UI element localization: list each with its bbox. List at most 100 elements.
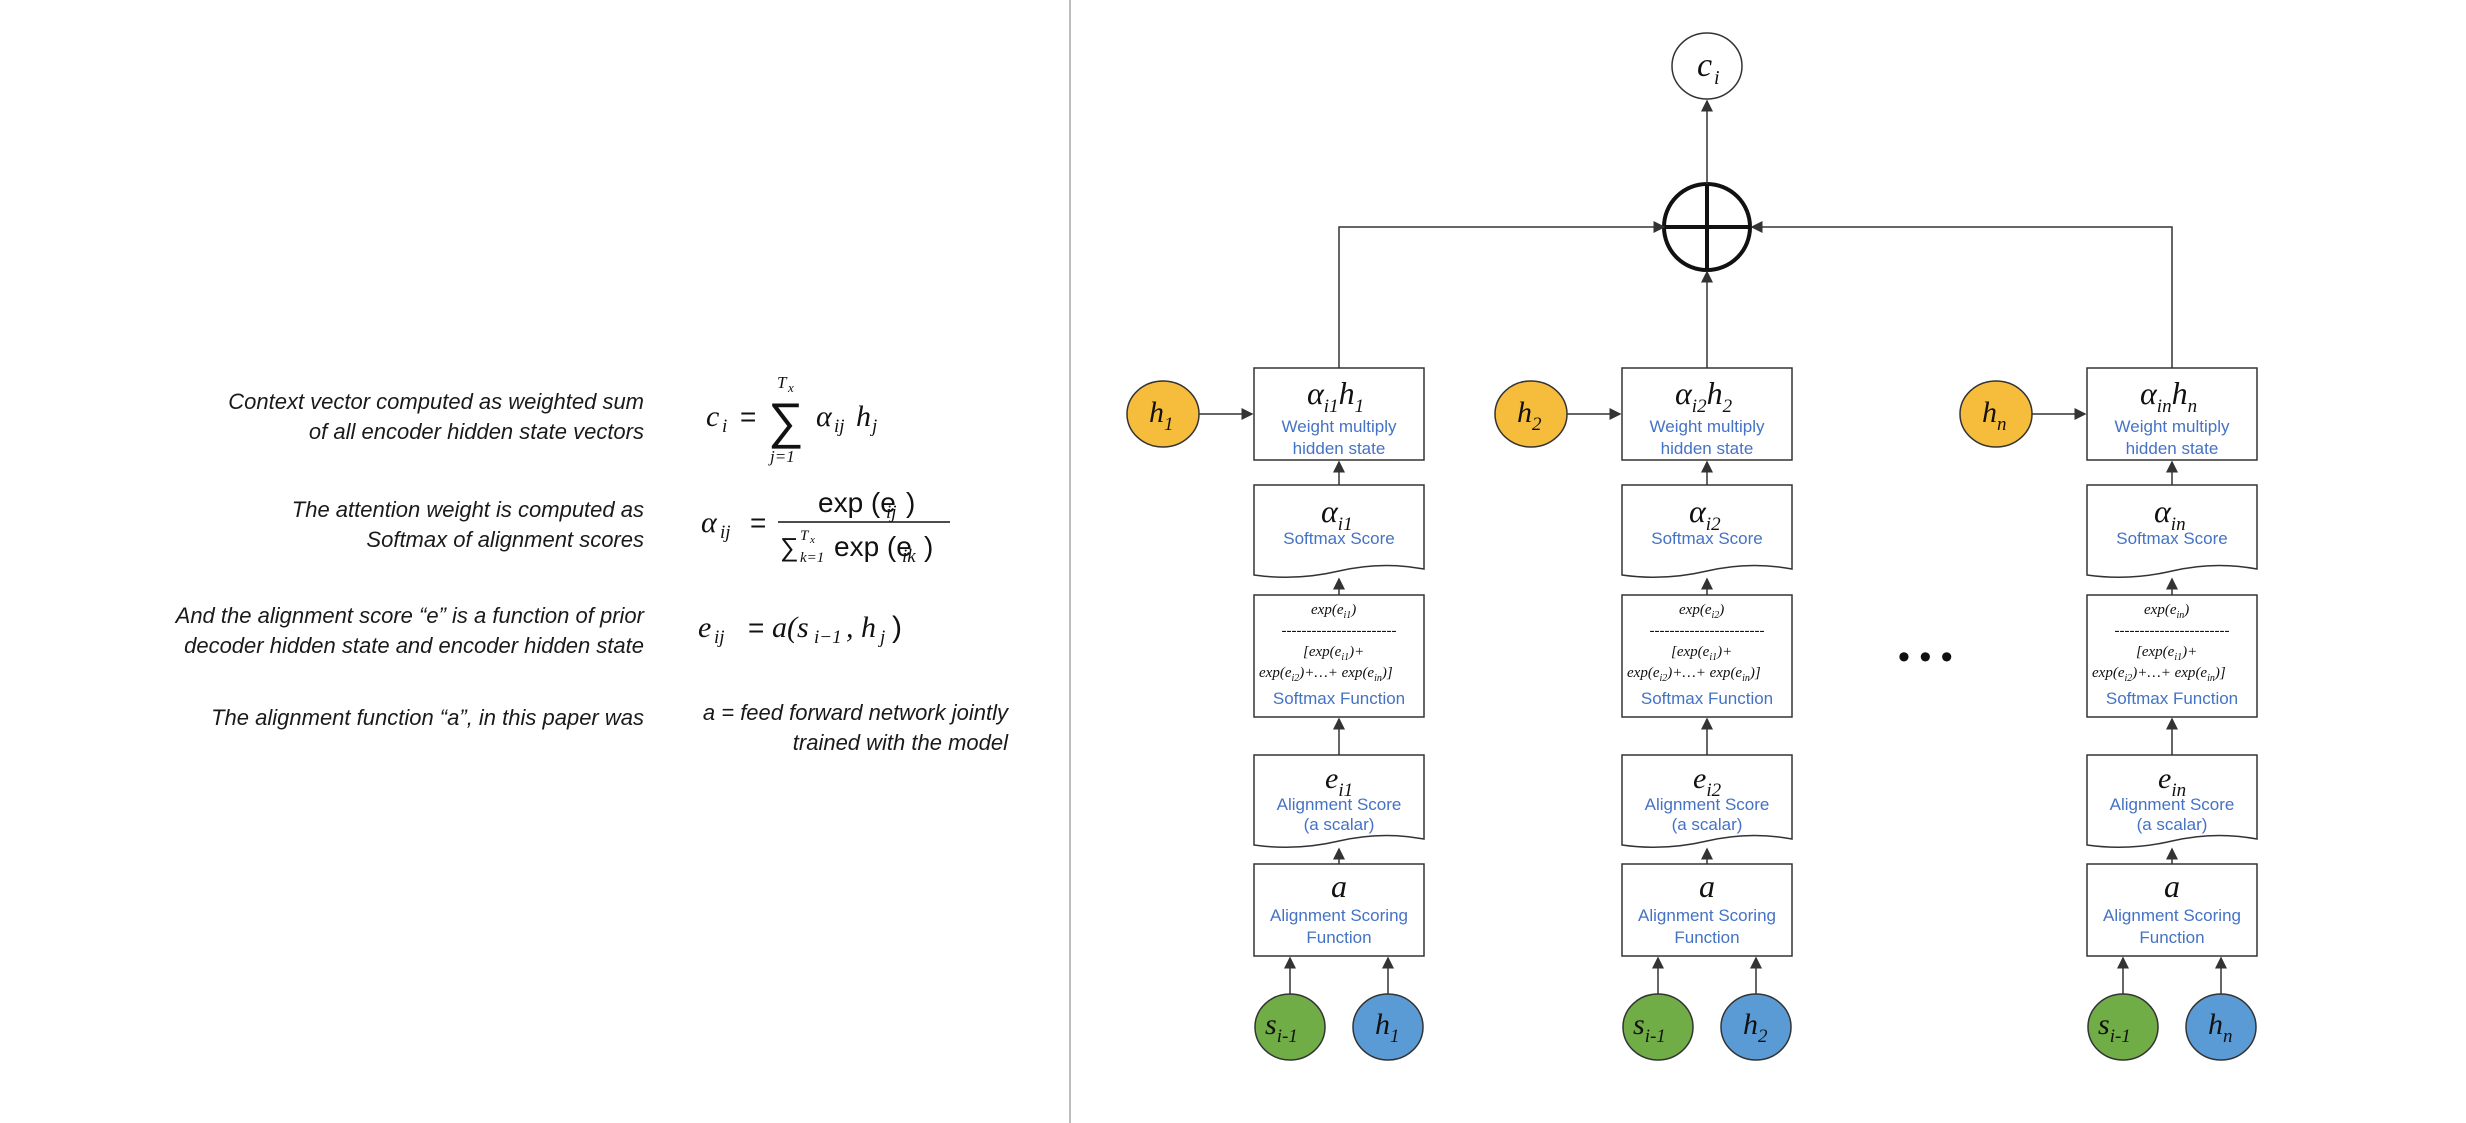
s-sub: i-1 [1645, 1026, 1666, 1047]
eq2-numerator: exp (e [818, 487, 896, 518]
context-vector-equation: c i = ∑ T x j=1 α ij h j [706, 373, 877, 466]
scoring-label-1: Alignment Scoring [1638, 906, 1776, 925]
paren: ) [1716, 644, 1722, 660]
scoring-label-2: Function [1306, 928, 1371, 947]
description-line: of all encoder hidden state vectors [308, 419, 644, 444]
paren: (e [1362, 665, 1374, 681]
plus-dots: +…+ [1672, 665, 1706, 681]
h-sub: 2 [1723, 396, 1733, 417]
weighted-state-label: αi1h1 [1307, 375, 1364, 417]
scoring-label-1: Alignment Scoring [2103, 906, 2241, 925]
e-sub: i1 [1709, 652, 1717, 663]
paren: ) [2181, 644, 2187, 660]
attention-weight-description: The attention weight is computed as Soft… [84, 495, 644, 555]
eq1-sum-top: T [777, 373, 788, 392]
weight-multiply-label-2: hidden state [1661, 439, 1754, 458]
h-sub: n [2223, 1026, 2233, 1047]
weighted-state-label: αinhn [2140, 375, 2197, 417]
h-symbol: h [1149, 396, 1164, 429]
exp-close: )] [2214, 665, 2226, 681]
alignment-e-label: ein [2158, 762, 2186, 801]
paren: ) [1350, 602, 1356, 618]
eq3-rhs-sub2: j [877, 627, 885, 648]
e-sub: i1 [2174, 652, 2182, 663]
weight-multiply-box [1253, 367, 1425, 461]
e-sub: i2 [1659, 673, 1667, 684]
attention-weight-equation: α ij = exp (e ij ) ∑ T x k=1 exp (e ik ) [701, 487, 950, 567]
description-line: The attention weight is computed as [291, 497, 644, 522]
exp-word: exp [2092, 665, 2113, 681]
description-line: Softmax of alignment scores [366, 527, 644, 552]
encoder-state-label: hn [2208, 1008, 2233, 1047]
alignment-score-label: Alignment Score [1277, 795, 1402, 814]
eq1-lhs-sub: i [722, 416, 727, 437]
description-line: Context vector computed as weighted sum [228, 389, 644, 414]
h-sub: 1 [1355, 396, 1365, 417]
exp-word: exp [1710, 665, 1731, 681]
eq2-equals: = [750, 507, 766, 538]
context-vector-sub: i [1714, 67, 1720, 89]
scoring-label-2: Function [1674, 928, 1739, 947]
eq2-numerator-sub: ij [886, 502, 897, 523]
softmax-alpha-label: αi1 [1321, 493, 1353, 535]
paren: (e [1700, 602, 1712, 618]
exp-dashes: ----------------------- [1650, 623, 1765, 639]
paren: ) [2183, 602, 2189, 618]
alignment-score-description: And the alignment score “e” is a functio… [84, 601, 644, 661]
eq1-lhs: c [706, 400, 719, 433]
e-sub: i1 [1343, 610, 1351, 621]
paren: ) [2131, 665, 2137, 681]
alpha-sub: i1 [1324, 396, 1339, 417]
alpha-symbol: α [2140, 375, 2158, 411]
alignment-score-box [2086, 754, 2258, 848]
softmax-alpha-label: αin [2154, 493, 2186, 535]
paren: (e [1280, 665, 1292, 681]
alignment-score-label: Alignment Score [2110, 795, 2235, 814]
softmax-score-label: Softmax Score [1283, 529, 1395, 548]
alpha-symbol: α [1321, 493, 1339, 529]
eq1-sum-top-sub: x [787, 380, 794, 395]
encoder-state-label: h2 [1743, 1008, 1768, 1047]
plus-dots: +…+ [1304, 665, 1338, 681]
e-symbol: e [1693, 762, 1706, 795]
alpha-sub: i2 [1706, 514, 1721, 535]
decoder-state-label: si-1 [2098, 1008, 2131, 1047]
paren: (e [1332, 602, 1344, 618]
scalar-note: (a scalar) [2137, 815, 2208, 834]
softmax-score-label: Softmax Score [1651, 529, 1763, 548]
s-symbol: s [1633, 1008, 1645, 1041]
s-symbol: s [1265, 1008, 1277, 1041]
alignment-score-equation: e ij = a(s i−1 , h j ) [698, 611, 902, 648]
weight-multiply-label-2: hidden state [2126, 439, 2219, 458]
exp-numerator: exp(ei1) [1311, 602, 1356, 621]
softmax-score-box [1253, 484, 1425, 578]
e-sub: i2 [1711, 610, 1719, 621]
eq3-rhs-mid: , h [846, 611, 876, 644]
softmax-function-box [2086, 594, 2258, 718]
alignment-function-note: a = feed forward network jointly trained… [690, 698, 1008, 758]
weight-multiply-label: Weight multiply [1282, 417, 1397, 436]
eq2-denominator-top-sub: x [809, 534, 815, 546]
eq1-alpha-sub: ij [834, 416, 845, 437]
paren: ) [1666, 665, 1672, 681]
e-sub: in [1742, 673, 1750, 684]
alignment-score-box [1621, 754, 1793, 848]
decoder-state-label: si-1 [1633, 1008, 1666, 1047]
alpha-sub: i1 [1338, 514, 1353, 535]
description-line: decoder hidden state and encoder hidden … [184, 633, 644, 658]
weight-multiply-label: Weight multiply [2115, 417, 2230, 436]
h-symbol: h [1375, 1008, 1390, 1041]
softmax-score-label: Softmax Score [2116, 529, 2228, 548]
h-sub: 2 [1758, 1026, 1768, 1047]
scoring-symbol: a [2164, 868, 2180, 904]
exp-open: [exp(e [2136, 644, 2175, 660]
eq3-close: ) [892, 611, 902, 644]
plus-dots: +…+ [2137, 665, 2171, 681]
alpha-symbol: α [1675, 375, 1693, 411]
exp-denominator-2: exp(ei2)+…+ exp(ein)] [2092, 665, 2226, 684]
description-line: The alignment function “a”, in this pape… [211, 705, 644, 730]
eq1-equals: = [740, 401, 756, 432]
exp-close: )] [1749, 665, 1761, 681]
weighted-state-label: αi2h2 [1675, 375, 1733, 417]
